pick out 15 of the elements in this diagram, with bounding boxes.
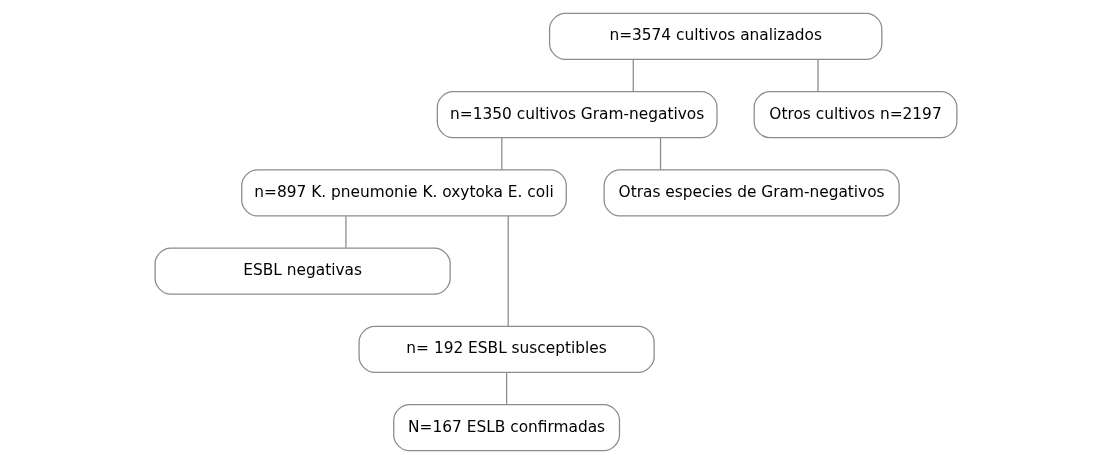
connector xyxy=(505,372,508,405)
connector xyxy=(659,137,662,171)
connector xyxy=(507,215,509,327)
node-box: n=897 K. pneumonie K. oxytoka E. coli xyxy=(241,169,567,217)
node-box: Otros cultivos n=2197 xyxy=(753,90,958,139)
node-box: ESBL negativas xyxy=(154,247,451,295)
node-box: n=3574 cultivos analizados xyxy=(548,12,883,61)
node-box: n= 192 ESBL susceptibles xyxy=(358,325,655,374)
node-box: Otras especies de Gram-negativos xyxy=(603,169,900,217)
connector xyxy=(632,59,634,92)
connector xyxy=(501,137,503,171)
node-box: N=167 ESLB confirmadas xyxy=(393,403,621,452)
connector xyxy=(345,215,347,249)
connector xyxy=(817,59,819,92)
node-box: n=1350 cultivos Gram-negativos xyxy=(436,90,718,139)
